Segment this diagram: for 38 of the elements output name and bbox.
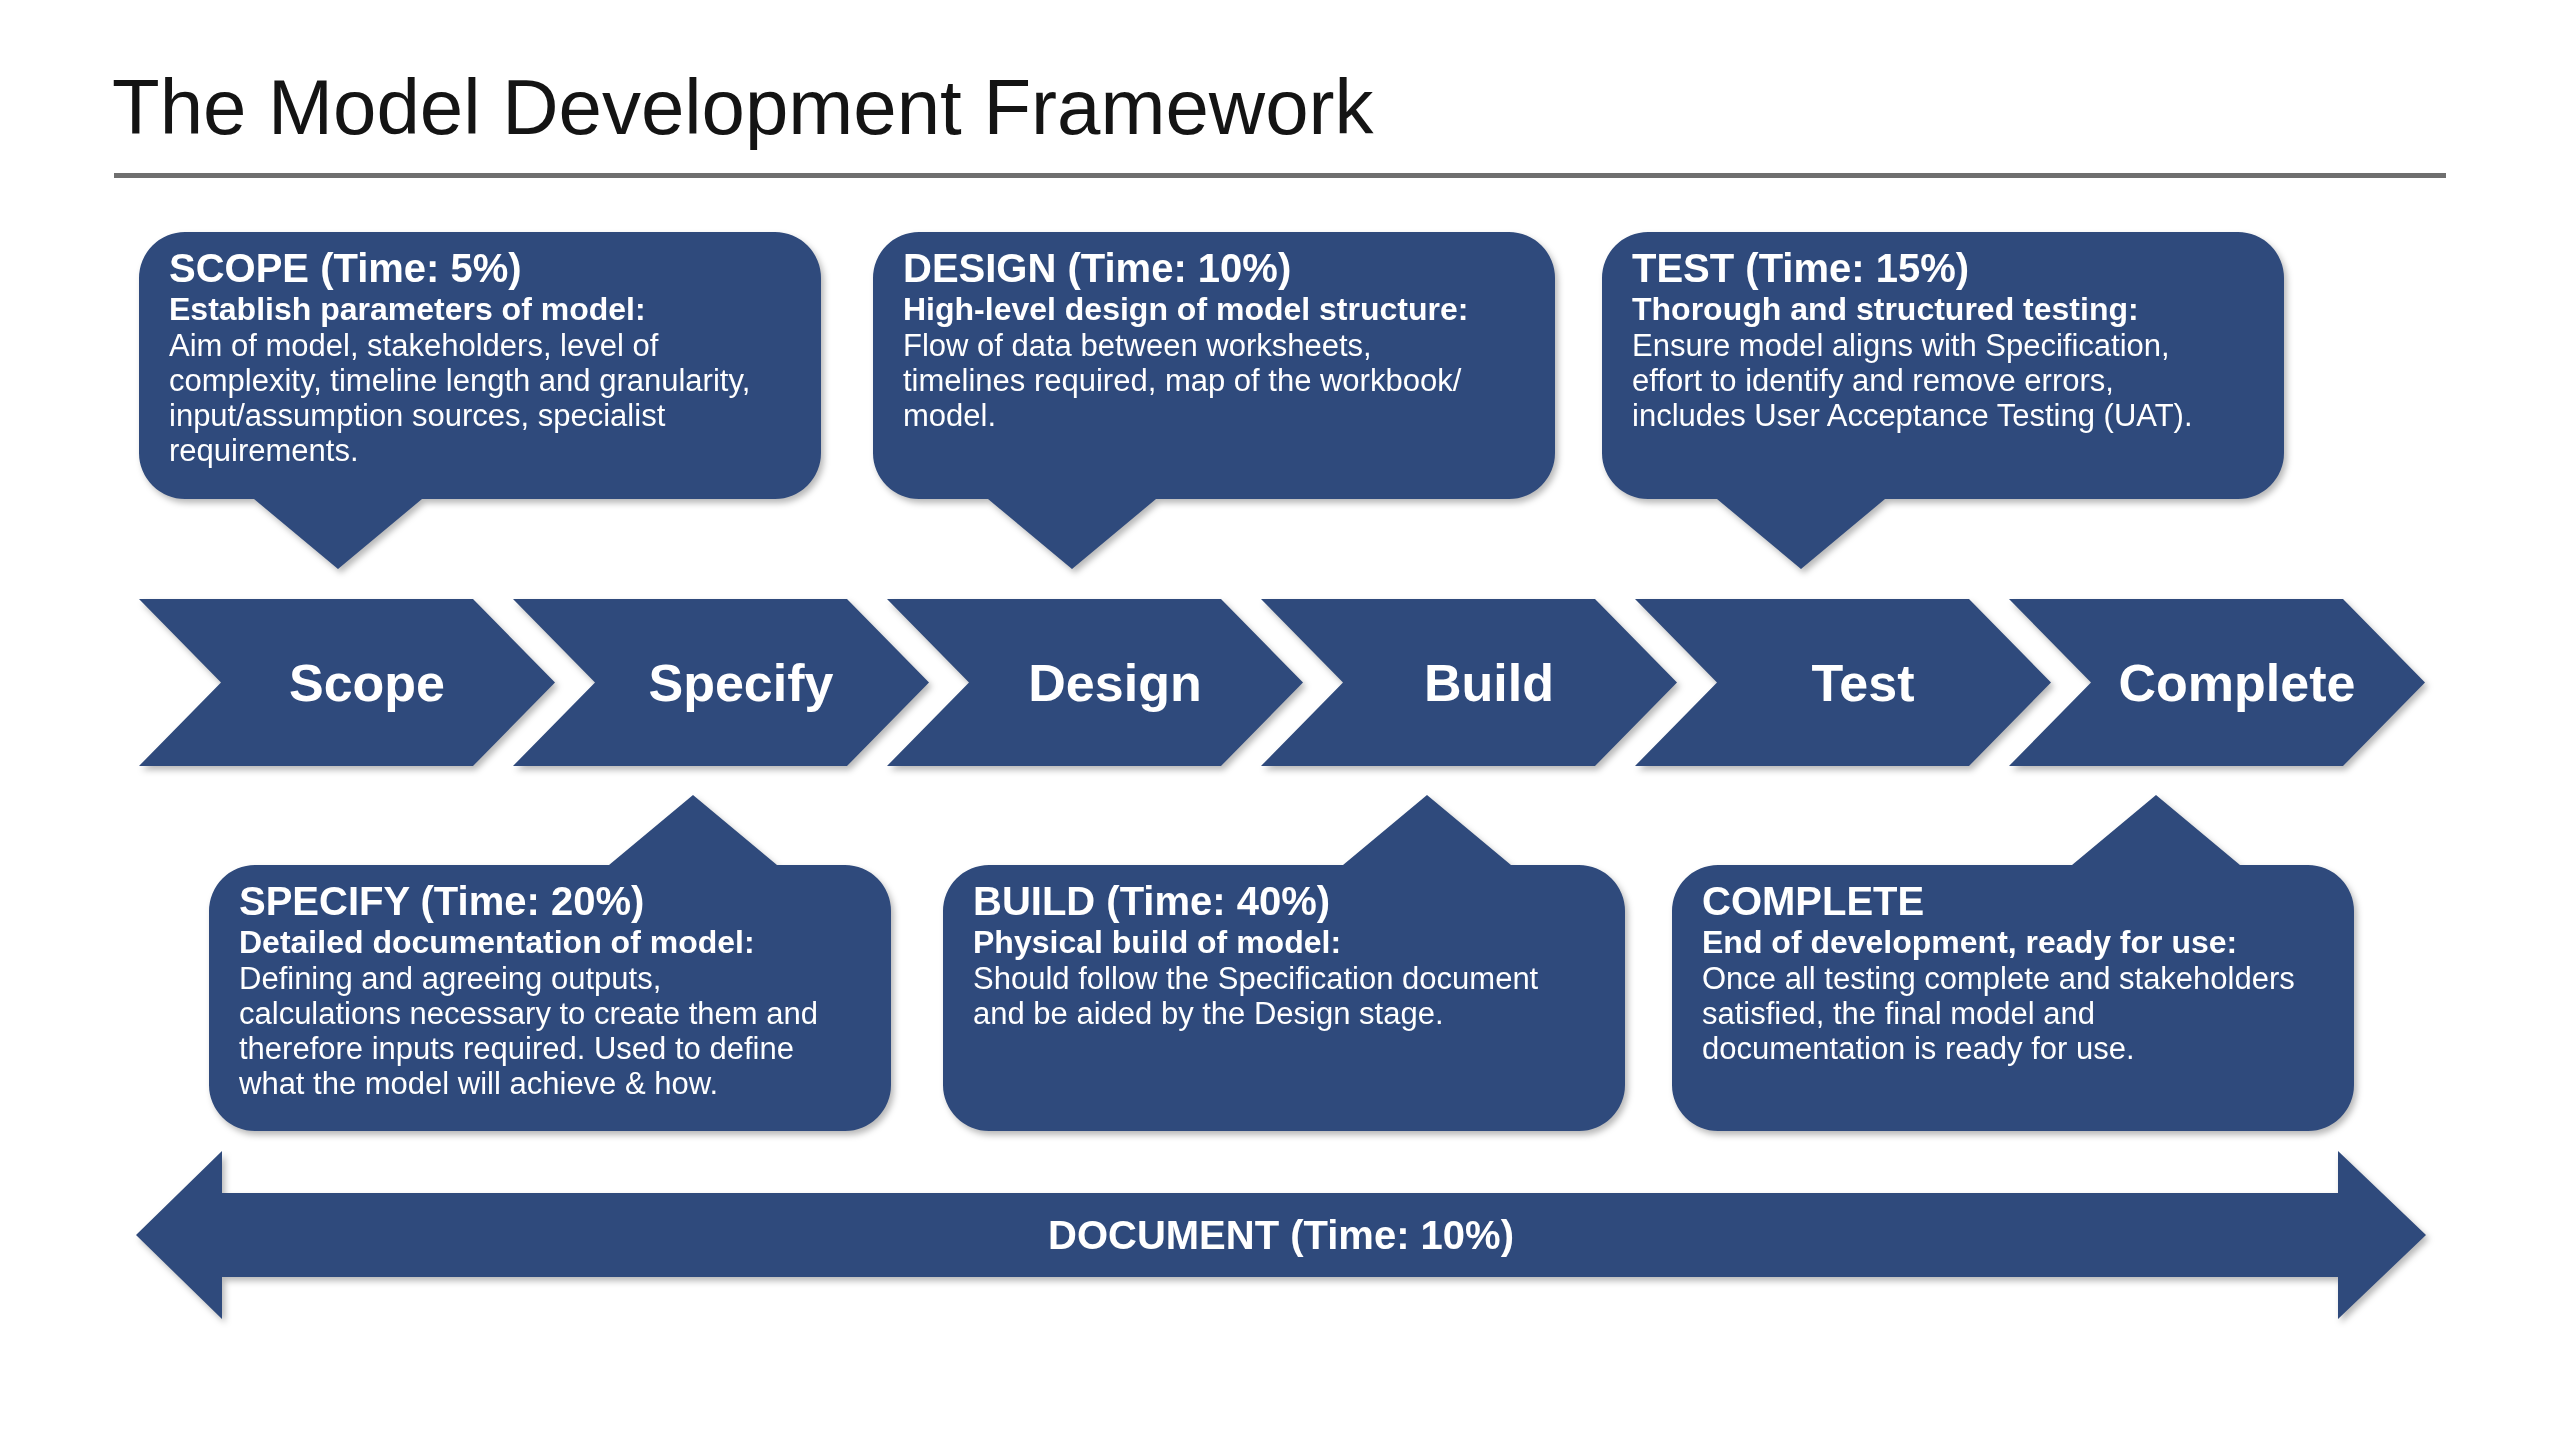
band-label: DOCUMENT (Time: 10%) bbox=[1048, 1212, 1514, 1258]
process-step bbox=[887, 599, 1303, 766]
speech-bubble bbox=[1602, 232, 2284, 569]
callout-subheading: Physical build of model: bbox=[973, 923, 1343, 961]
callout-heading: SPECIFY (Time: 20%) bbox=[239, 879, 646, 923]
speech-bubble bbox=[943, 795, 1625, 1131]
callout-heading: DESIGN (Time: 10%) bbox=[903, 246, 1293, 290]
callout-text: Once all testing complete and stakeholders satisfied, the final model and documentation is ready for use. bbox=[1702, 961, 2296, 1066]
process-step bbox=[2009, 599, 2425, 766]
speech-bubble bbox=[873, 232, 1555, 569]
step-label: Complete bbox=[2118, 652, 2356, 713]
callout-subheading: High-level design of model structure: bbox=[903, 290, 1470, 328]
double-headed-band bbox=[136, 1151, 2426, 1319]
callout-text: Ensure model aligns with Specification, effort to identify and remove errors, includes User Acceptance Testing (UAT). bbox=[1632, 328, 2194, 433]
process-step bbox=[513, 599, 929, 766]
step-label: Specify bbox=[648, 652, 834, 713]
callout-text: Should follow the Specification document and be aided by the Design stage. bbox=[973, 961, 1540, 1031]
callout-text: Flow of data between worksheets, timelines required, map of the workbook/ model. bbox=[903, 328, 1463, 433]
process-step bbox=[1261, 599, 1677, 766]
speech-bubble bbox=[139, 232, 821, 569]
callout-heading: COMPLETE bbox=[1702, 879, 1926, 923]
step-label: Design bbox=[1028, 652, 1202, 713]
callout-subheading: End of development, ready for use: bbox=[1702, 923, 2239, 961]
callout-subheading: Establish parameters of model: bbox=[169, 290, 647, 328]
step-label: Scope bbox=[288, 652, 446, 713]
callout-subheading: Thorough and structured testing: bbox=[1632, 290, 2140, 328]
speech-bubble bbox=[1672, 795, 2354, 1131]
callout-heading: SCOPE (Time: 5%) bbox=[169, 246, 523, 290]
callout-text: Defining and agreeing outputs, calculations necessary to create them and therefore inputs required. Used to define what the model will achieve & how. bbox=[239, 961, 819, 1101]
step-label: Build bbox=[1424, 652, 1554, 713]
process-step bbox=[139, 599, 555, 766]
process-step bbox=[1635, 599, 2051, 766]
step-label: Test bbox=[1811, 652, 1915, 713]
speech-bubble bbox=[209, 795, 891, 1131]
callout-heading: TEST (Time: 15%) bbox=[1632, 246, 1971, 290]
callout-text: Aim of model, stakeholders, level of complexity, timeline length and granularity, input/assumption sources, specialist requirements. bbox=[169, 328, 752, 468]
callout-subheading: Detailed documentation of model: bbox=[239, 923, 756, 961]
callout-heading: BUILD (Time: 40%) bbox=[973, 879, 1332, 923]
